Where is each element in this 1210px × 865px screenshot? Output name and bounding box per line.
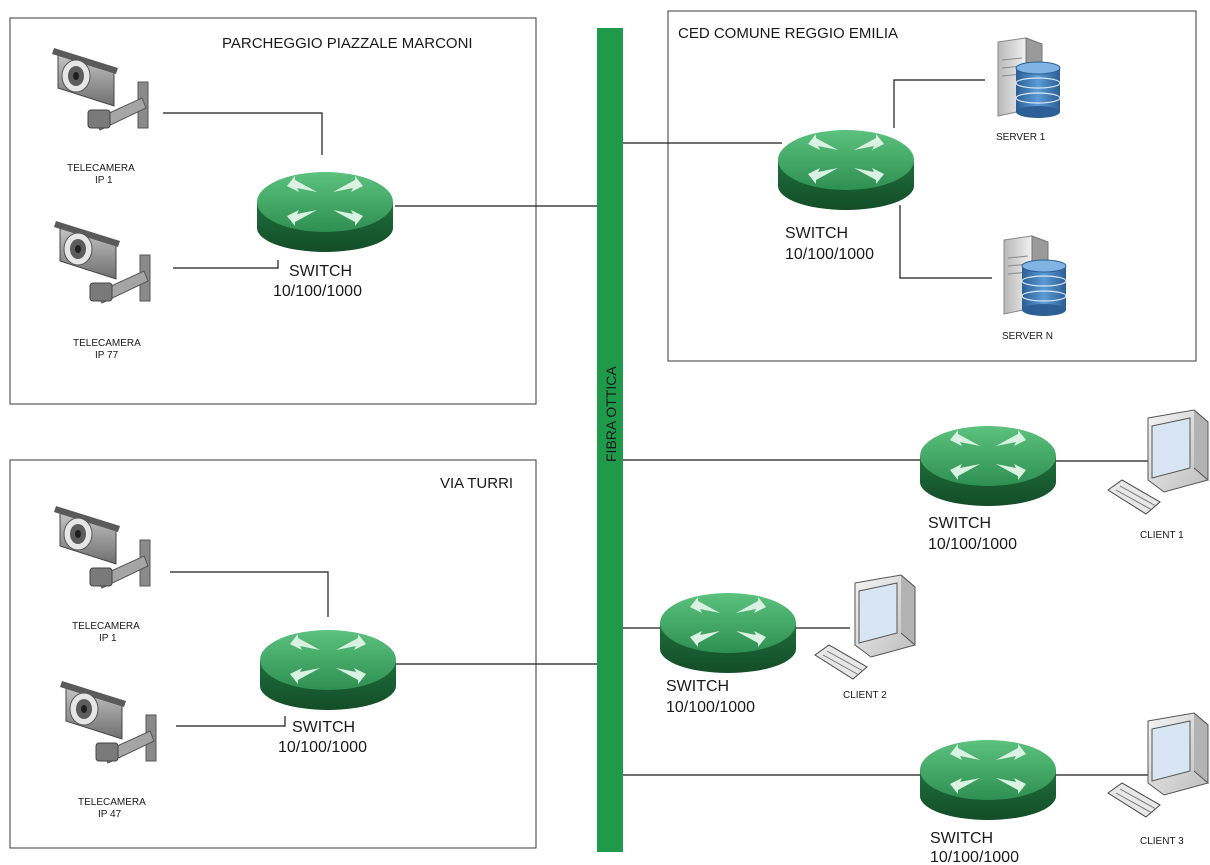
camera-ip1b-label-line2: IP 1 [99, 633, 117, 644]
network-switch-icon [660, 593, 796, 673]
fiber-backbone [597, 28, 623, 852]
wire-cam47-switch [176, 716, 286, 727]
camera-ip47-label-line2: IP 47 [98, 809, 122, 820]
switch-client2-label-line1: SWITCH [666, 678, 729, 695]
network-switch-icon [920, 426, 1056, 506]
switch-client3-label-line2: 10/100/1000 [930, 849, 1019, 865]
switch-parcheggio-label-line2: 10/100/1000 [273, 283, 362, 300]
camera-ip1b-label-line1: TELECAMERA [72, 621, 140, 632]
network-switch-icon [920, 740, 1056, 820]
camera-ip47-label-line1: TELECAMERA [78, 797, 146, 808]
network-switch-icon [260, 630, 396, 710]
desktop-computer-icon [1107, 712, 1209, 818]
wire-cam77-switch [173, 260, 279, 269]
wire-ced-switch-servern [899, 205, 992, 279]
area-parcheggio-box [9, 17, 537, 405]
desktop-computer-icon [814, 574, 916, 680]
switch-viaturri-label-line1: SWITCH [292, 719, 355, 736]
area-ced-box [667, 10, 1197, 362]
ip-camera-icon [51, 47, 149, 131]
server-n-label: SERVER N [1002, 331, 1053, 342]
camera-ip1a-label-line1: TELECAMERA [67, 163, 135, 174]
area-via-turri-box [9, 459, 537, 849]
switch-viaturri-label-line2: 10/100/1000 [278, 739, 367, 756]
network-switch-icon [257, 172, 393, 252]
switch-ced-label-line1: SWITCH [785, 225, 848, 242]
wire-cam1b-switch [170, 571, 329, 617]
switch-client1-label-line1: SWITCH [928, 515, 991, 532]
desktop-computer-icon [1107, 409, 1209, 515]
switch-client1-label-line2: 10/100/1000 [928, 536, 1017, 553]
area-via-turri-title: VIA TURRI [440, 475, 513, 492]
camera-ip77-label-line1: TELECAMERA [73, 338, 141, 349]
switch-client2-label-line2: 10/100/1000 [666, 699, 755, 716]
client-1-label: CLIENT 1 [1140, 530, 1184, 541]
fiber-label: FIBRA OTTICA [603, 366, 619, 462]
ip-camera-icon [53, 505, 151, 589]
ip-camera-icon [53, 220, 151, 304]
area-parcheggio-title: PARCHEGGIO PIAZZALE MARCONI [222, 35, 473, 52]
wire-ced-switch-server1 [893, 79, 985, 128]
client-2-label: CLIENT 2 [843, 690, 887, 701]
network-switch-icon [778, 130, 914, 210]
camera-ip77-label-line2: IP 77 [95, 350, 119, 361]
database-server-icon [997, 37, 1061, 119]
database-server-icon [1003, 235, 1067, 317]
wire-cam1a-switch [163, 112, 323, 155]
switch-client3-label-line1: SWITCH [930, 830, 993, 847]
switch-ced-label-line2: 10/100/1000 [785, 246, 874, 263]
ip-camera-icon [59, 680, 157, 764]
server-1-label: SERVER 1 [996, 132, 1046, 143]
client-3-label: CLIENT 3 [1140, 836, 1184, 847]
camera-ip1a-label-line2: IP 1 [95, 175, 113, 186]
area-ced-title: CED COMUNE REGGIO EMILIA [678, 25, 898, 42]
switch-parcheggio-label-line1: SWITCH [289, 263, 352, 280]
